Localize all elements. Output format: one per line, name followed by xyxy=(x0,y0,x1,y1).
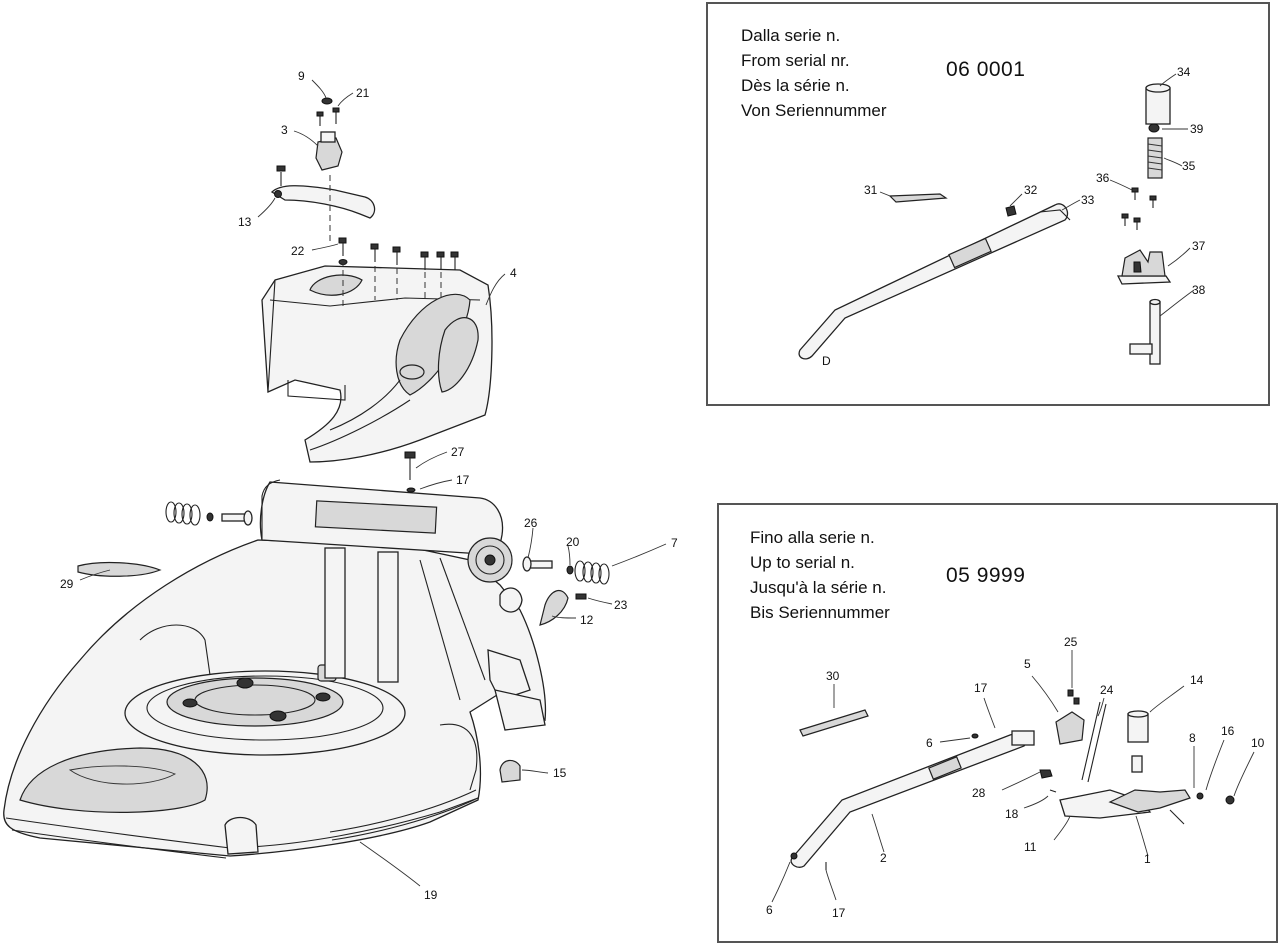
right-spring-assembly xyxy=(522,556,610,585)
part-15 xyxy=(499,759,521,783)
callout-30: 30 xyxy=(826,669,840,683)
callout-5: 5 xyxy=(1024,657,1031,671)
caption-line-de: Bis Seriennummer xyxy=(750,603,890,622)
handle-bar-33 xyxy=(798,203,1069,360)
callout-8: 8 xyxy=(1189,731,1196,745)
control-box xyxy=(315,97,343,171)
callout-17: 17 xyxy=(974,681,988,695)
height-knob xyxy=(539,589,587,626)
callout-19: 19 xyxy=(424,888,438,902)
caption-line-it: Dalla serie n. xyxy=(741,26,841,45)
callout-22: 22 xyxy=(291,244,305,258)
caption-line-en: Up to serial n. xyxy=(750,553,855,572)
callout-3: 3 xyxy=(281,123,288,137)
label-30 xyxy=(799,709,869,737)
callout-14: 14 xyxy=(1190,673,1204,687)
part-32 xyxy=(1005,205,1017,217)
leader-lines-main xyxy=(79,79,667,887)
callout-27: 27 xyxy=(451,445,465,459)
callout-20: 20 xyxy=(566,535,580,549)
label-29 xyxy=(77,561,162,577)
callout-17: 17 xyxy=(456,473,470,487)
bolt-27 xyxy=(404,451,416,493)
cover-screws xyxy=(338,237,459,270)
callout-36: 36 xyxy=(1096,171,1110,185)
leader-lines-upto xyxy=(771,650,1255,903)
lever-38 xyxy=(1129,298,1161,365)
up-to-serial-view: 30 25 5 17 24 14 6 28 18 8 16 10 2 11 1 … xyxy=(766,635,1265,920)
callout-23: 23 xyxy=(614,598,628,612)
callout-17: 17 xyxy=(832,906,846,920)
panel-up-to-serial-number: 05 9999 xyxy=(946,564,1026,587)
callout-31: 31 xyxy=(864,183,878,197)
latch-assembly xyxy=(1039,769,1235,825)
sleeve-14 xyxy=(1127,710,1149,743)
callout-25: 25 xyxy=(1064,635,1078,649)
callout-37: 37 xyxy=(1192,239,1206,253)
callout-21: 21 xyxy=(356,86,370,100)
callout-33: 33 xyxy=(1081,193,1095,207)
main-exploded-view: 9 21 3 13 22 4 27 17 26 20 7 23 12 29 15… xyxy=(3,69,678,902)
grip-sleeve-34 xyxy=(1145,83,1171,125)
latch-housing-37 xyxy=(1116,249,1172,285)
callout-4: 4 xyxy=(510,266,517,280)
callout-6: 6 xyxy=(926,736,933,750)
caption-line-fr: Dès la série n. xyxy=(741,76,850,95)
part-6 xyxy=(790,852,798,860)
callout-38: 38 xyxy=(1192,283,1206,297)
caption-line-de: Von Seriennummer xyxy=(741,101,887,120)
panel-up-to-serial xyxy=(717,503,1278,943)
left-spring-assembly xyxy=(165,501,253,526)
callout-35: 35 xyxy=(1182,159,1196,173)
part-6 xyxy=(971,733,979,739)
caption-line-fr: Jusqu'à la série n. xyxy=(750,578,887,597)
callout-16: 16 xyxy=(1221,724,1235,738)
panel-from-serial-number: 06 0001 xyxy=(946,58,1026,81)
callout-39: 39 xyxy=(1190,122,1204,136)
callout-13: 13 xyxy=(238,215,252,229)
caption-line-en: From serial nr. xyxy=(741,51,850,70)
handle-support-frame xyxy=(259,479,546,731)
panel-from-serial-caption: Dalla serie n. From serial nr. Dès la sé… xyxy=(741,23,887,123)
panel-up-to-serial-caption: Fino alla serie n. Up to serial n. Jusqu… xyxy=(750,525,890,625)
callout-7: 7 xyxy=(671,536,678,550)
handle-bar-2 xyxy=(790,733,1027,868)
bracket-5 xyxy=(1055,689,1085,745)
ball-39 xyxy=(1148,123,1160,133)
panel-from-serial xyxy=(706,2,1270,406)
callout-32: 32 xyxy=(1024,183,1038,197)
caption-line-it: Fino alla serie n. xyxy=(750,528,875,547)
callout-11: 11 xyxy=(1024,840,1037,854)
callout-2: 2 xyxy=(880,851,887,865)
callout-26: 26 xyxy=(524,516,538,530)
leader-lines-from xyxy=(879,73,1195,317)
callout-15: 15 xyxy=(553,766,567,780)
callout-d: D xyxy=(822,354,831,368)
callout-24: 24 xyxy=(1100,683,1114,697)
callout-1: 1 xyxy=(1144,852,1151,866)
callout-34: 34 xyxy=(1177,65,1191,79)
carry-handle xyxy=(270,165,376,219)
from-serial-view: D xyxy=(798,65,1206,368)
callout-6: 6 xyxy=(766,903,773,917)
mower-deck xyxy=(3,539,547,859)
callout-10: 10 xyxy=(1251,736,1265,750)
motor-cover xyxy=(261,265,493,463)
spring-35 xyxy=(1147,137,1163,179)
callout-18: 18 xyxy=(1005,807,1019,821)
callout-9: 9 xyxy=(298,69,305,83)
callout-29: 29 xyxy=(60,577,74,591)
screws-36 xyxy=(1121,187,1157,230)
label-31 xyxy=(888,193,948,203)
callout-28: 28 xyxy=(972,786,986,800)
callout-12: 12 xyxy=(580,613,594,627)
